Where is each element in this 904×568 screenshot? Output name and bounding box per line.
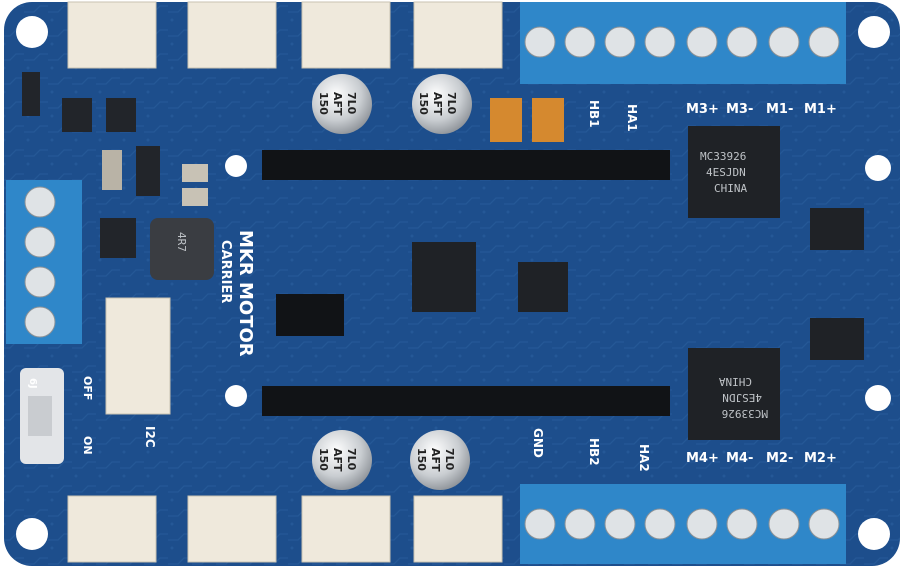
svg-text:7L0: 7L0 xyxy=(345,92,358,115)
svg-text:7L0: 7L0 xyxy=(443,448,456,471)
svg-text:150: 150 xyxy=(415,448,428,471)
svg-text:AFT: AFT xyxy=(429,448,442,472)
bottom-terminal-block xyxy=(520,484,846,564)
label-m1-minus: M1- xyxy=(766,102,793,117)
inductor xyxy=(150,218,214,280)
svg-text:CHINA: CHINA xyxy=(719,375,752,388)
label-m3-minus: M3- xyxy=(726,102,753,117)
silkscreen: MKR MOTOR CARRIER M3+ M3- M1- M1+ M4+ M4… xyxy=(27,100,837,472)
label-on: ON xyxy=(81,436,94,455)
label-m3-plus: M3+ xyxy=(686,102,719,117)
driver-chip-bottom xyxy=(688,348,780,440)
driver-chip-top xyxy=(688,126,780,218)
label-m2-minus: M2- xyxy=(766,451,793,466)
tantalum-cap-2 xyxy=(532,98,564,142)
label-switch-id: 6J xyxy=(27,378,38,389)
label-ha2: HA2 xyxy=(637,444,651,472)
power-switch-slider[interactable] xyxy=(28,396,52,436)
svg-text:MC33926: MC33926 xyxy=(700,150,746,163)
qfn-chip xyxy=(518,262,568,312)
label-hb2: HB2 xyxy=(587,438,601,466)
label-m4-minus: M4- xyxy=(726,451,753,466)
svg-text:150: 150 xyxy=(417,92,430,115)
mkr-socket-headers xyxy=(262,150,670,416)
mounting-holes xyxy=(16,16,891,550)
label-off: OFF xyxy=(81,376,94,400)
logic-chip xyxy=(412,242,476,312)
soic-chip-top xyxy=(810,208,864,250)
smd-components xyxy=(22,72,208,258)
board-subname: CARRIER xyxy=(218,240,233,303)
svg-text:7L0: 7L0 xyxy=(445,92,458,115)
svg-text:MC33926: MC33926 xyxy=(722,407,768,420)
chip-markings: MC33926 4ESJDN CHINA MC33926 4ESJDN CHIN… xyxy=(175,150,768,420)
svg-text:150: 150 xyxy=(317,92,330,115)
label-m2-plus: M2+ xyxy=(804,451,837,466)
svg-text:CHINA: CHINA xyxy=(714,182,747,195)
label-gnd: GND xyxy=(531,428,545,458)
left-terminal-block xyxy=(6,180,82,344)
label-m1-plus: M1+ xyxy=(804,102,837,117)
svg-text:7L0: 7L0 xyxy=(345,448,358,471)
soic-chip-bottom xyxy=(810,318,864,360)
label-hb1: HB1 xyxy=(587,100,601,128)
pin-grid xyxy=(276,294,344,336)
svg-text:AFT: AFT xyxy=(431,92,444,116)
board-name: MKR MOTOR xyxy=(235,230,256,357)
label-i2c: I2C xyxy=(143,426,157,448)
svg-text:AFT: AFT xyxy=(331,92,344,116)
electrolytic-capacitors xyxy=(312,74,472,490)
capacitor-markings: 150 AFT 7L0 150 AFT 7L0 150 AFT 7L0 150 … xyxy=(317,92,458,472)
top-terminal-block xyxy=(520,2,846,84)
top-jst-headers xyxy=(67,1,503,69)
label-m4-plus: M4+ xyxy=(686,451,719,466)
tantalum-cap-1 xyxy=(490,98,522,142)
svg-text:4ESJDN: 4ESJDN xyxy=(706,166,746,179)
svg-text:AFT: AFT xyxy=(331,448,344,472)
label-ha1: HA1 xyxy=(625,104,639,132)
i2c-header xyxy=(105,297,171,415)
svg-text:4R7: 4R7 xyxy=(175,232,188,252)
svg-text:4ESJDN: 4ESJDN xyxy=(722,391,762,404)
svg-text:150: 150 xyxy=(317,448,330,471)
bottom-jst-headers xyxy=(67,495,503,563)
